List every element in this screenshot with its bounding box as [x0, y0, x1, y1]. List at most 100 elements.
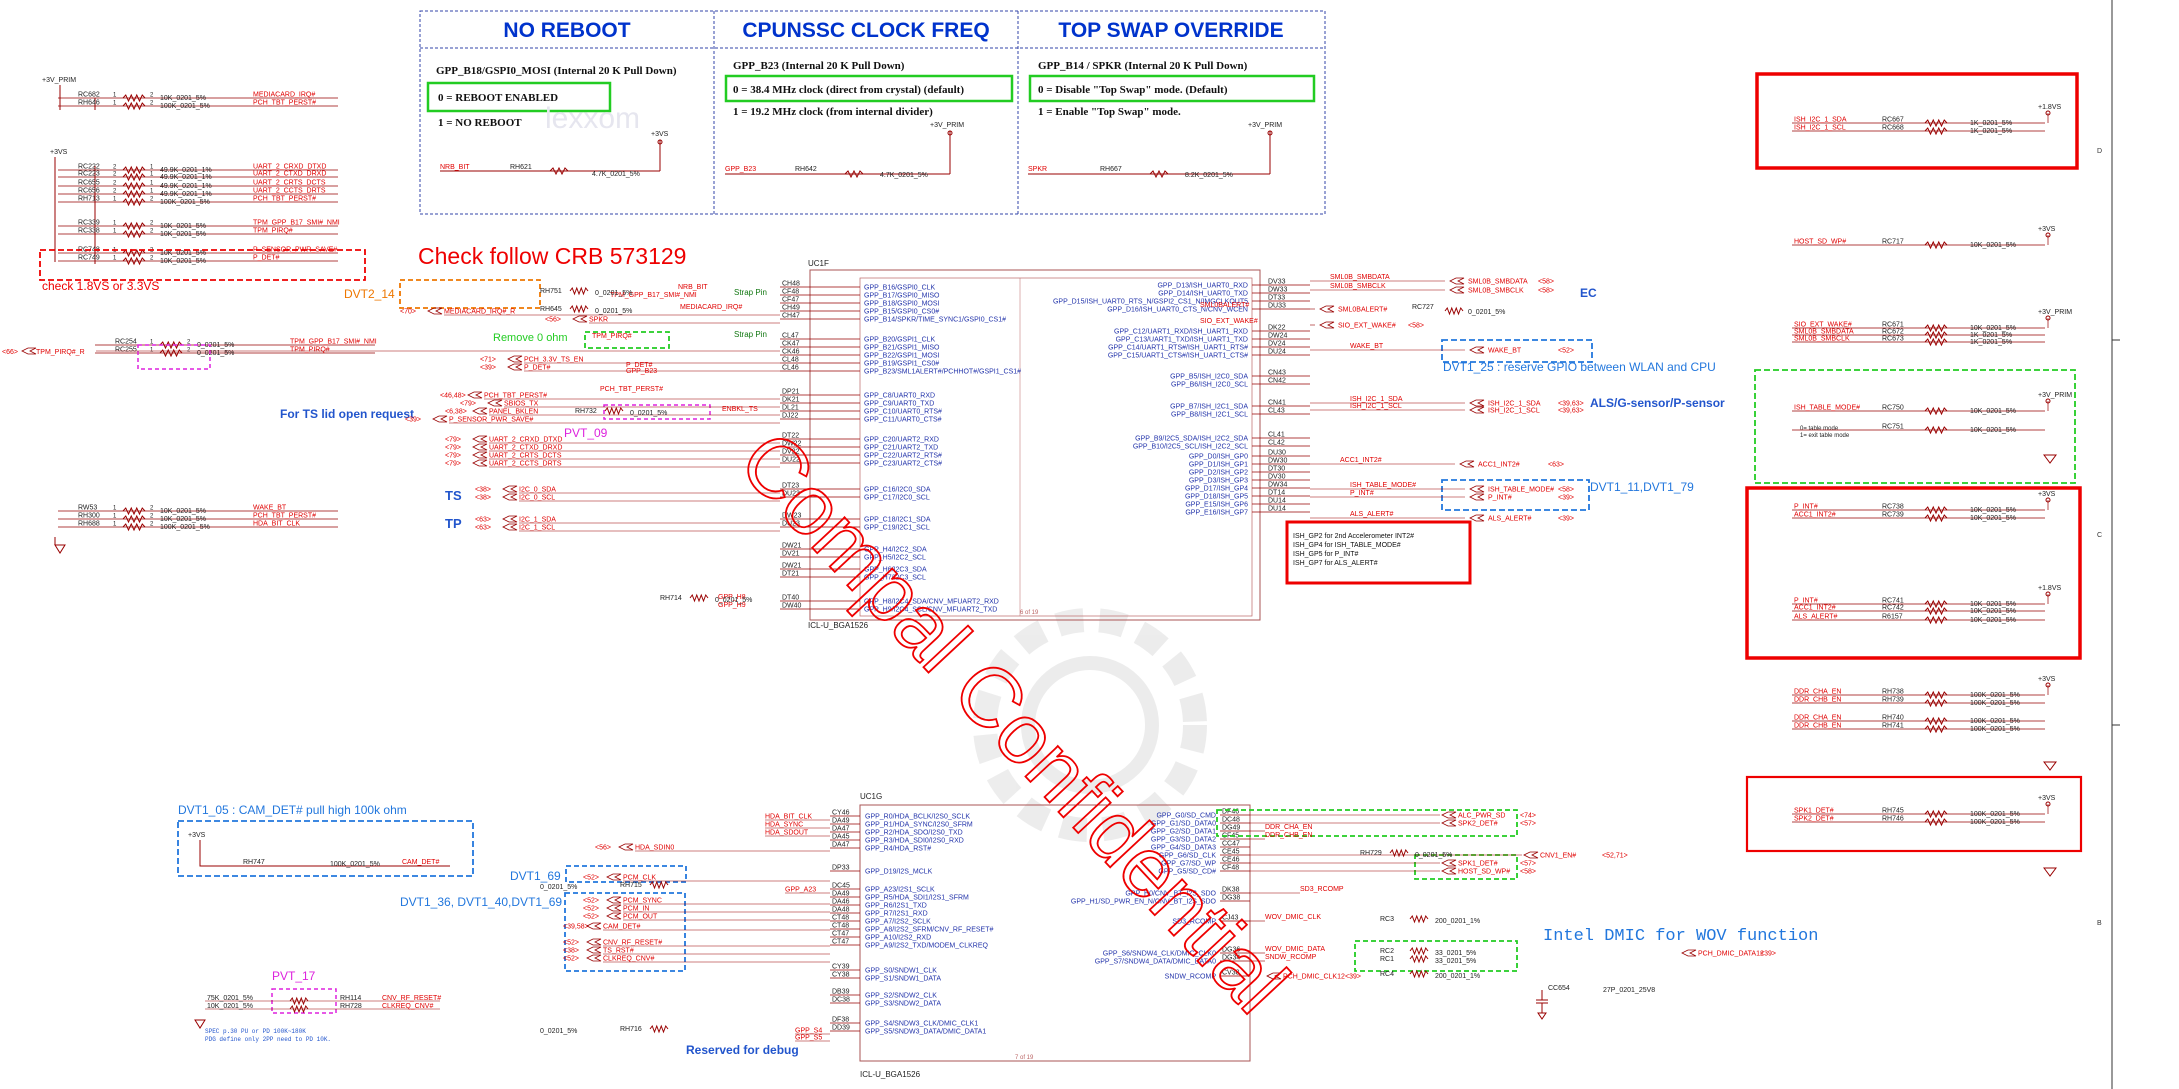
net-label: DDR_CHB_EN [1265, 832, 1312, 839]
page-ref: <39> [1558, 495, 1574, 502]
resistor-icon [569, 286, 589, 296]
page-ref: <46,48> [440, 393, 466, 400]
part-ref: RC2 [1380, 948, 1394, 955]
resistor-ref: RH732 [575, 408, 597, 415]
net-label: PCH_DMIC_CLK12 [1283, 974, 1345, 981]
net-label: TPM_PIRQ# [592, 333, 632, 340]
pin-ball: DU23 [782, 491, 800, 498]
net-label: SML0B_SMBDATA [1330, 274, 1390, 281]
resistor-ref: RC254 [115, 339, 137, 346]
note-pvt-09: PVT_09 [564, 426, 608, 440]
resistor-value: 0_0201_5% [595, 290, 632, 297]
pin-name: GPP_G7/SD_WP [1161, 861, 1216, 868]
resistor-value: 100K_0201_5% [330, 861, 380, 868]
rail-label: +1.8VS [2038, 104, 2061, 111]
pin-name: GPP_C17/I2C0_SCL [864, 495, 930, 502]
net-label: CNV1_EN# [1540, 853, 1576, 860]
offpage-arrow-icon [1459, 460, 1475, 468]
net-label: P_SENSOR_PWR_SAVE# [449, 417, 533, 424]
table-mode-note: 1= exit table mode [1800, 433, 1850, 439]
pin-number: 2 [187, 348, 191, 354]
net-label: CAM_DET# [603, 924, 640, 931]
net-label: UART_2_CRXD_DTXD [489, 437, 562, 444]
strap-title: NO REBOOT [503, 19, 630, 42]
net-label-offpage: ACC1_INT2# [1478, 462, 1520, 469]
page-ref: <39> [480, 365, 496, 372]
resistor-icon [122, 197, 146, 207]
resistor-value: 10K_0201_5% [207, 1003, 253, 1010]
offpage-arrow-icon [1469, 346, 1485, 354]
resistor-ref: RC672 [1882, 329, 1904, 336]
net-label-offpage: SIO_EXT_WAKE# [1338, 323, 1396, 330]
offpage-arrow-icon [502, 493, 518, 501]
strap-option-1: 1 = 19.2 MHz clock (from internal divide… [733, 106, 933, 118]
pin-ball: CF47 [782, 297, 799, 304]
resistor-value: 8.2K_0201_5% [1185, 172, 1233, 179]
pin-ball: CH47 [782, 313, 800, 320]
offpage-arrow-icon [502, 485, 518, 493]
net-label: CNV_RF_RESET# [603, 940, 662, 947]
net-label: HDA_SYNC [765, 822, 803, 829]
net-label: GPP_S4 [795, 1028, 822, 1035]
pin-name: GPP_H7/I2C3_SCL [864, 575, 926, 582]
offpage-arrow-icon [586, 922, 602, 930]
pin-ball: DJ22 [782, 413, 798, 420]
ish-note-line: ISH_GP7 for ALS_ALERT# [1293, 560, 1378, 567]
resistor-ref: RH642 [795, 166, 817, 173]
page-ref: <38> [563, 948, 579, 955]
net-label: TPM_GPP_B17_SMI#_NMI [290, 339, 377, 346]
net-label: UART_2_CCTS_DRTS [253, 188, 326, 195]
pin-ball: DT14 [1268, 490, 1285, 497]
resistor-icon [122, 181, 146, 191]
c1f-right-annotations: EC DVT1_25 : reserve GPIO between WLAN a… [1200, 274, 1725, 585]
resistor-icon [122, 221, 146, 231]
resistor-ref: RC339 [78, 220, 100, 227]
note-reserved-debug: Reserved for debug [686, 1043, 799, 1057]
net-label: UART_2_CRXD_DTXD [253, 164, 326, 171]
pin-ball: CF48 [1222, 865, 1239, 872]
part-ref: RC3 [1380, 916, 1394, 923]
resistor-ref: RC667 [1882, 117, 1904, 124]
pin-name: GPP_G1/SD_DATA0 [1151, 821, 1216, 828]
pin-number: 1 [150, 189, 154, 195]
resistor-icon [1924, 330, 1948, 340]
ish-note-line: ISH_GP4 for ISH_TABLE_MODE# [1293, 542, 1401, 549]
net-label: SML0BALERT# [1200, 302, 1249, 309]
part-ref: RC1 [1380, 956, 1394, 963]
spec-note: SPEC p.30 PU or PD 100K~180K [205, 1028, 306, 1035]
rail-terminal-icon [2045, 497, 2051, 503]
net-label: CAM_DET# [402, 859, 439, 866]
pin-ball: DU24 [1268, 349, 1286, 356]
resistor-icon [289, 996, 309, 1006]
pin-name: GPP_D2/ISH_GP2 [1189, 470, 1248, 477]
pin-name: GPP_C9/UART0_TXD [864, 401, 934, 408]
offpage-arrow-icon [1523, 851, 1539, 859]
pin-name: GPP_A23/I2S1_SCLK [865, 887, 935, 894]
page-ref: <79> [445, 445, 461, 452]
net-label: PCM_CLK [623, 875, 656, 882]
pin-ball: CL46 [782, 365, 799, 372]
pin-ball: DW40 [782, 603, 802, 610]
offpage-arrow-icon [507, 355, 523, 363]
pin-ball: DT21 [782, 571, 799, 578]
pin-ball: CL42 [1268, 440, 1285, 447]
pin-name: GPP_R1/HDA_SYNC/I2S0_SFRM [865, 822, 973, 829]
resistor-icon [1409, 954, 1429, 964]
net-label: DDR_CHA_EN [1265, 824, 1312, 831]
pin-name: GPP_R2/HDA_SDO/I2S0_TXD [865, 830, 963, 837]
resistor-value: 100K_0201_5% [1970, 718, 2020, 725]
pin-ball: DD39 [832, 1025, 850, 1032]
pin-name: GPP_D14/ISH_UART0_TXD [1158, 291, 1248, 298]
resistor-value: 10K_0201_5% [160, 223, 206, 230]
net-label: GPP_H8 [718, 594, 746, 601]
ground-icon [194, 1019, 206, 1029]
resistor-ref: RH745 [1882, 808, 1904, 815]
resistor-icon [1924, 118, 1948, 128]
offpage-arrow-icon [472, 443, 488, 451]
resistor-value: 10K_0201_5% [160, 250, 206, 257]
pin-ball: CC47 [1222, 841, 1240, 848]
pin-name: GPP_R5/HDA_SDI1/I2S1_SFRM [865, 895, 969, 902]
net-label: ALS_ALERT# [1350, 511, 1394, 518]
